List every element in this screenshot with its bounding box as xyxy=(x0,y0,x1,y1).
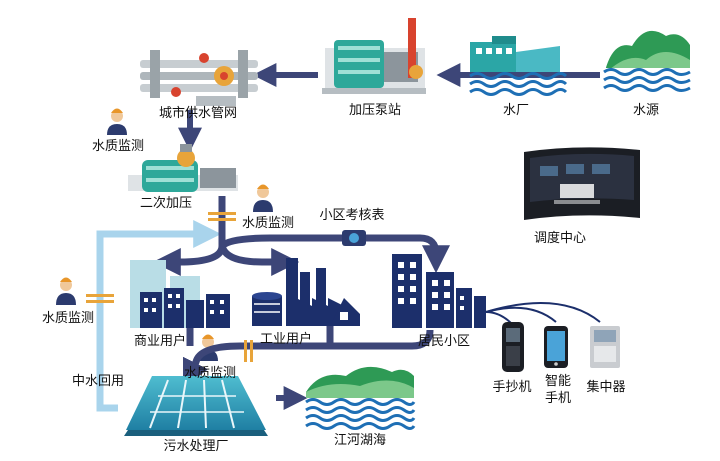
residential-icon xyxy=(392,254,486,328)
label-quality-monitor-1: 水质监测 xyxy=(91,139,145,154)
label-residential: 居民小区 xyxy=(417,334,471,349)
label-concentrator: 集中器 xyxy=(586,380,626,395)
label-smart-phone-line2: 手机 xyxy=(544,391,572,406)
quality-monitor-person-2-icon xyxy=(253,184,273,212)
industrial-users-icon xyxy=(252,258,360,326)
label-district-meter: 小区考核表 xyxy=(319,208,385,223)
pump-station-icon xyxy=(322,18,426,94)
commercial-users-icon xyxy=(130,260,230,328)
rivers-lakes-sea-icon xyxy=(305,366,416,430)
secondary-pressure-icon xyxy=(128,144,238,192)
label-smart-phone-line1: 智能 xyxy=(544,374,572,389)
device-cables xyxy=(485,302,601,325)
smartphone-icon xyxy=(544,326,568,368)
quality-monitor-person-3-icon xyxy=(56,277,76,305)
label-city-network: 城市供水管网 xyxy=(158,106,238,121)
reclaimed-water-pipe xyxy=(86,220,222,412)
label-sewage-plant: 污水处理厂 xyxy=(163,439,229,454)
label-pump-station: 加压泵站 xyxy=(348,103,402,118)
label-commercial-users: 商业用户 xyxy=(133,334,187,349)
water-source-icon xyxy=(603,30,691,94)
quality-monitor-person-1-icon xyxy=(107,108,127,135)
city-pipe-network-icon xyxy=(140,50,258,106)
label-dispatch-center: 调度中心 xyxy=(533,231,587,246)
sewage-plant-icon xyxy=(124,376,268,436)
district-meter-icon xyxy=(342,230,366,246)
dispatch-center-icon xyxy=(524,147,640,220)
water-plant-icon xyxy=(469,36,568,96)
label-rivers-lakes-sea: 江河湖海 xyxy=(333,433,387,448)
label-secondary-pressure: 二次加压 xyxy=(139,196,193,211)
concentrator-icon xyxy=(590,326,620,368)
handheld-device-icon xyxy=(502,322,524,372)
label-quality-monitor-2: 水质监测 xyxy=(241,216,295,231)
label-quality-monitor-4: 水质监测 xyxy=(183,366,237,381)
label-water-plant: 水厂 xyxy=(502,103,530,118)
label-industrial-users: 工业用户 xyxy=(259,332,313,347)
distribution-pipes xyxy=(152,196,450,410)
label-quality-monitor-3: 水质监测 xyxy=(41,311,95,326)
label-handheld: 手抄机 xyxy=(492,380,532,395)
label-water-source: 水源 xyxy=(632,103,660,118)
label-reclaimed-water: 中水回用 xyxy=(71,374,125,389)
